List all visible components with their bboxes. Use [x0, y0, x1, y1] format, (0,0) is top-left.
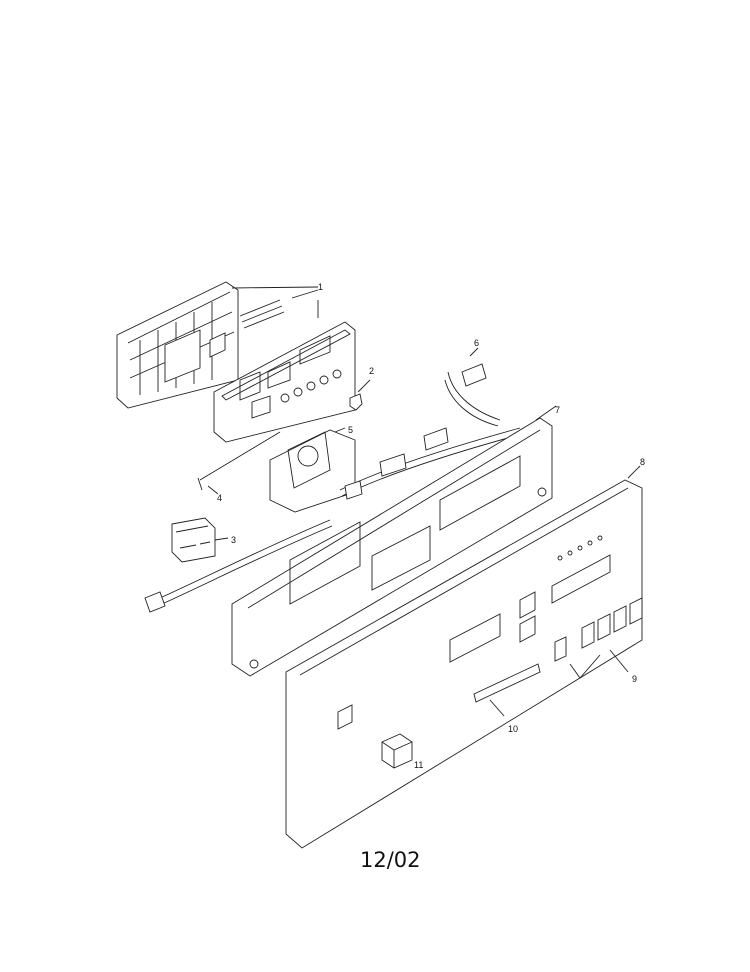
part-6-harness: [144, 347, 523, 613]
callout-1: 1: [318, 282, 323, 292]
callout-6: 6: [474, 338, 479, 348]
part-3-switch: [171, 517, 229, 563]
part-5-actuator: [269, 427, 356, 513]
part-7-inner-frame: [231, 405, 557, 677]
part-8-front-panel: [285, 465, 643, 849]
part-9-buttons: [554, 597, 643, 679]
callout-4: 4: [217, 493, 222, 503]
callout-8: 8: [640, 457, 645, 467]
callout-2: 2: [369, 366, 374, 376]
callout-10: 10: [508, 724, 518, 734]
callout-3: 3: [231, 535, 236, 545]
part-4-rod: [197, 431, 281, 495]
callout-11: 11: [414, 760, 423, 770]
part-11-block: [381, 733, 413, 769]
callout-7: 7: [555, 405, 560, 415]
callout-5: 5: [348, 425, 353, 435]
revision-date: 12/02: [360, 848, 421, 872]
part-1-control-module: [116, 281, 356, 443]
callout-9: 9: [632, 674, 637, 684]
part-10-handle: [473, 663, 541, 717]
part-2-clip: [349, 379, 371, 411]
